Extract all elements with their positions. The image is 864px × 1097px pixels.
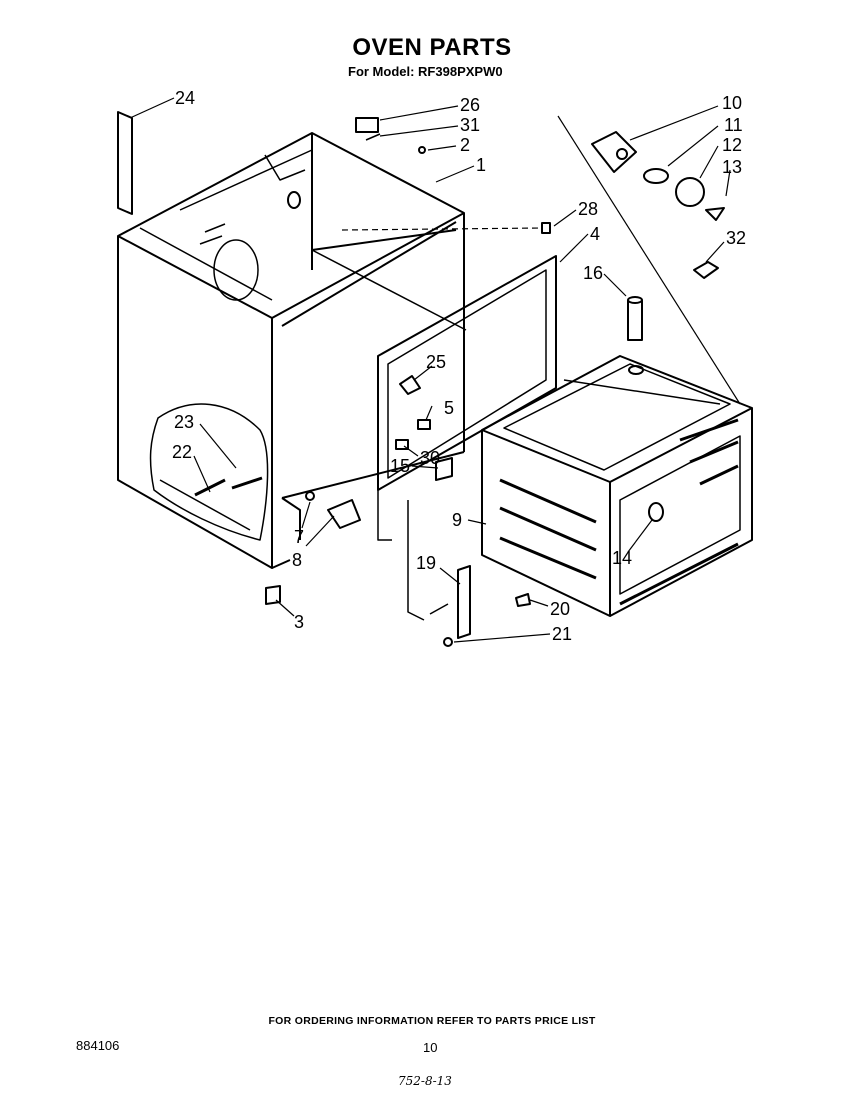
callout-15: 15: [390, 456, 410, 476]
callout-7: 7: [294, 527, 304, 547]
ordering-note: FOR ORDERING INFORMATION REFER TO PARTS …: [268, 1015, 596, 1027]
callout-23: 23: [174, 412, 194, 432]
hinge-bracket-part: [435, 457, 453, 481]
leveling-leg: [265, 585, 281, 605]
light-retainer: [693, 261, 719, 279]
side-trim-strip: [117, 111, 133, 215]
callout-5: 5: [444, 398, 454, 418]
callout-14: 14: [612, 548, 632, 568]
door-screw: [515, 593, 531, 607]
model-line: For Model: RF398PXPW0: [348, 64, 503, 79]
callout-32: 32: [726, 228, 746, 248]
callout-30: 30: [420, 448, 440, 468]
callout-16: 16: [583, 263, 603, 283]
callout-24: 24: [175, 88, 195, 108]
nut-part: [443, 637, 453, 647]
cover-clip: [705, 207, 725, 221]
switch-part: [355, 117, 381, 141]
callout-28: 28: [578, 199, 598, 219]
light-bulb: [643, 168, 669, 184]
callout-leaders: [129, 97, 741, 643]
callout-10: 10: [722, 93, 742, 113]
catalog-number: 884106: [76, 1038, 120, 1053]
latch-bracket-part: [327, 499, 361, 529]
callout-9: 9: [452, 510, 462, 530]
callout-26: 26: [460, 95, 480, 115]
light-lens: [648, 502, 664, 522]
door-stop-bracket: [457, 565, 471, 639]
front-frame: [377, 255, 557, 621]
callout-8: 8: [292, 550, 302, 570]
callout-11: 11: [724, 115, 743, 135]
callout-20: 20: [550, 599, 570, 619]
page-title: OVEN PARTS: [352, 34, 512, 61]
clip-part: [395, 439, 409, 450]
callout-3: 3: [294, 612, 304, 632]
light-cover: [675, 177, 705, 207]
callout-12: 12: [722, 135, 742, 155]
callout-21: 21: [552, 624, 572, 644]
page-number: 10: [423, 1040, 438, 1055]
callout-19: 19: [416, 553, 436, 573]
screw-part: [418, 146, 426, 154]
oven-liner: [481, 355, 753, 617]
handwritten-code: 752-8-13: [398, 1074, 452, 1088]
callout-22: 22: [172, 442, 192, 462]
callout-2: 2: [460, 135, 470, 155]
block-part: [417, 419, 431, 430]
callout-4: 4: [590, 224, 600, 244]
spacer-part: [541, 222, 551, 234]
insulation-blanket: [149, 403, 269, 541]
callout-1: 1: [476, 155, 486, 175]
callout-25: 25: [426, 352, 446, 372]
vent-tube: [627, 296, 644, 375]
light-socket: [591, 131, 637, 173]
bracket-part: [399, 375, 421, 395]
cabinet-frame: [117, 132, 467, 569]
callout-31: 31: [460, 115, 480, 135]
grommet-part: [305, 491, 315, 501]
callout-13: 13: [722, 157, 742, 177]
